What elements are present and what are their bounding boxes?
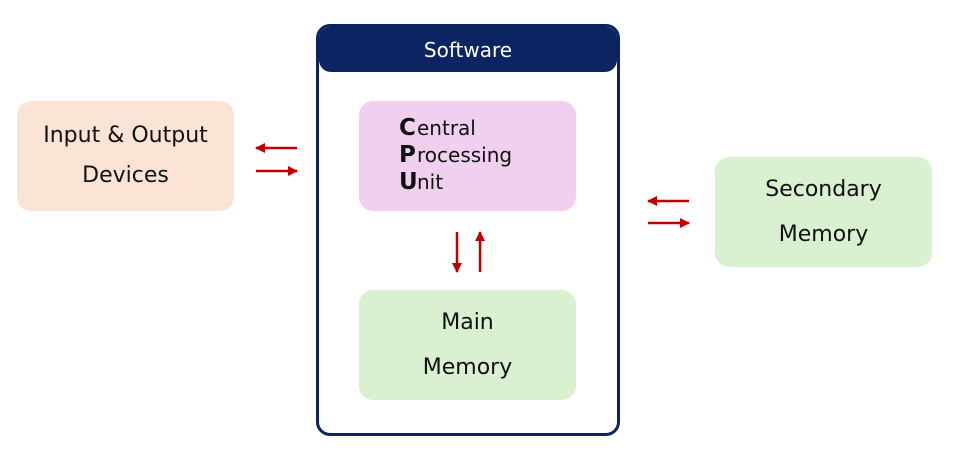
cpu-line-unit: Unit <box>399 169 443 195</box>
secondary-memory-line1: Secondary <box>765 177 882 202</box>
cpu-line-processing: Processing <box>399 142 512 168</box>
cpu-initial-p: P <box>399 142 416 168</box>
main-memory-box: Main Memory <box>359 290 576 400</box>
secondary-memory-box: Secondary Memory <box>715 157 932 267</box>
input-output-devices-box: Input & Output Devices <box>17 101 234 211</box>
software-header: Software <box>319 27 617 72</box>
main-memory-line1: Main <box>441 310 494 335</box>
io-label-line1: Input & Output <box>43 123 208 148</box>
cpu-text-processing: rocessing <box>417 143 513 167</box>
cpu-initial-c: C <box>399 115 416 141</box>
cpu-line-central: Central <box>399 115 476 141</box>
cpu-text-central: entral <box>417 116 476 140</box>
software-title: Software <box>423 37 513 62</box>
secondary-memory-line2: Memory <box>778 222 869 247</box>
io-label-line2: Devices <box>82 163 169 188</box>
cpu-text-unit: nit <box>417 170 444 194</box>
main-memory-line2: Memory <box>422 355 513 380</box>
cpu-box: Central Processing Unit <box>359 101 576 211</box>
cpu-initial-u: U <box>399 169 418 195</box>
